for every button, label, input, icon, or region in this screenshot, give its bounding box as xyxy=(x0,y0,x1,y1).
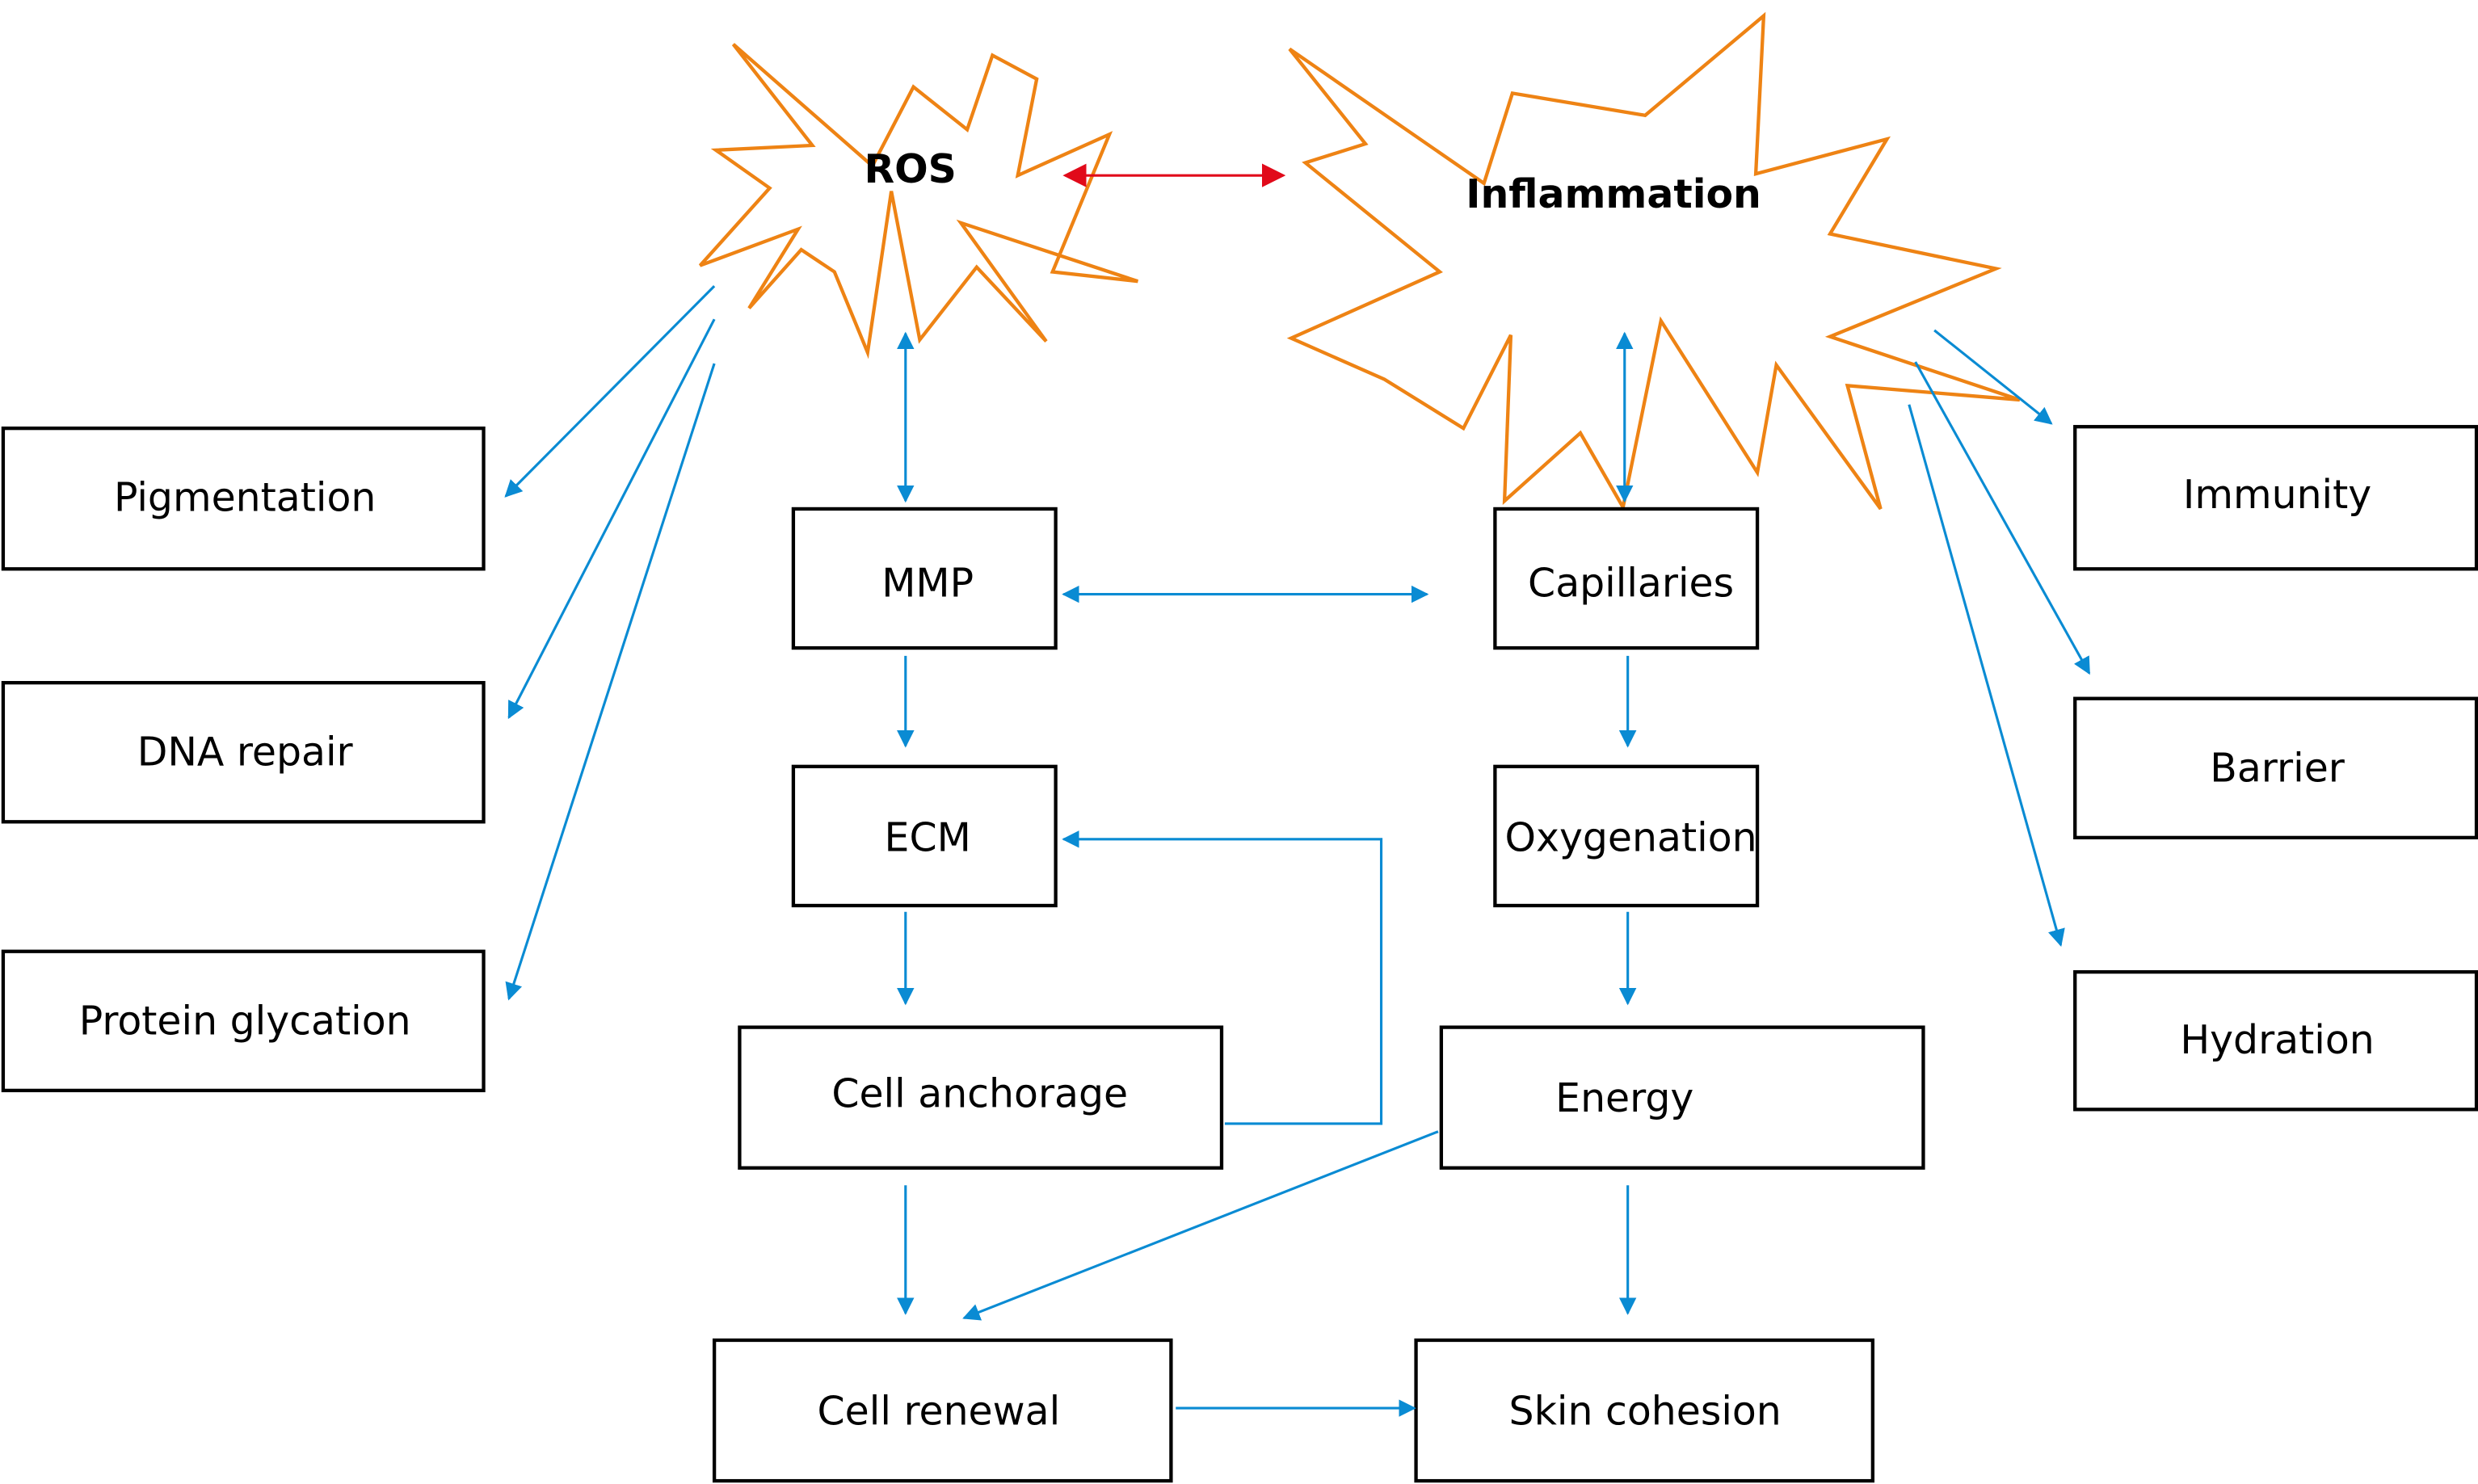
ros-node: ROS xyxy=(698,43,1138,359)
pigmentation-label: Pigmentation xyxy=(114,475,376,521)
inflammation-label: Inflammation xyxy=(1466,171,1761,217)
hydration-box[interactable]: Hydration xyxy=(2073,969,2478,1112)
arrow-inflammation-immunity xyxy=(1933,329,2053,425)
inflammation-node: Inflammation xyxy=(1286,11,2021,512)
arrow-ros-dna-repair xyxy=(507,318,716,720)
ecm-box[interactable]: ECM xyxy=(791,764,1058,908)
mmp-label: MMP xyxy=(881,560,974,606)
capillaries-box[interactable]: Capillaries xyxy=(1493,507,1760,650)
immunity-box[interactable]: Immunity xyxy=(2073,425,2478,571)
ros-label: ROS xyxy=(864,146,956,192)
cell-anchorage-label: Cell anchorage xyxy=(831,1070,1128,1116)
oxygenation-label: Oxygenation xyxy=(1505,814,1757,860)
cell-renewal-box[interactable]: Cell renewal xyxy=(712,1338,1173,1483)
dna-repair-box[interactable]: DNA repair xyxy=(1,680,486,824)
arrow-ros-protein-glycation xyxy=(505,363,716,1001)
skin-cohesion-label: Skin cohesion xyxy=(1509,1389,1782,1435)
ecm-label: ECM xyxy=(885,814,971,860)
skin-cohesion-box[interactable]: Skin cohesion xyxy=(1414,1338,1875,1483)
cell-renewal-label: Cell renewal xyxy=(818,1389,1061,1435)
arrow-cell-anchorage-ecm xyxy=(1062,830,1383,1125)
immunity-label: Immunity xyxy=(2183,472,2371,518)
arrow-inflammation-hydration xyxy=(1908,404,2065,947)
arrow-energy-cell-renewal xyxy=(962,1130,1439,1321)
mmp-box[interactable]: MMP xyxy=(791,507,1058,650)
capillaries-label: Capillaries xyxy=(1528,560,1734,606)
inflammation-starburst-shape xyxy=(1286,11,2021,512)
hydration-label: Hydration xyxy=(2180,1017,2374,1063)
arrow-ros-pigmentation xyxy=(504,284,716,498)
arrow-inflammation-barrier xyxy=(1914,361,2091,675)
oxygenation-box[interactable]: Oxygenation xyxy=(1493,764,1760,908)
pigmentation-box[interactable]: Pigmentation xyxy=(1,427,486,571)
protein-glycation-label: Protein glycation xyxy=(79,998,411,1044)
energy-box[interactable]: Energy xyxy=(1439,1025,1925,1170)
ros-starburst-shape xyxy=(698,43,1138,359)
energy-label: Energy xyxy=(1555,1075,1693,1121)
barrier-box[interactable]: Barrier xyxy=(2073,696,2478,840)
dna-repair-label: DNA repair xyxy=(137,729,354,776)
cell-anchorage-box[interactable]: Cell anchorage xyxy=(738,1025,1224,1170)
barrier-label: Barrier xyxy=(2210,745,2345,791)
protein-glycation-box[interactable]: Protein glycation xyxy=(1,949,486,1093)
edges xyxy=(504,163,2091,1417)
